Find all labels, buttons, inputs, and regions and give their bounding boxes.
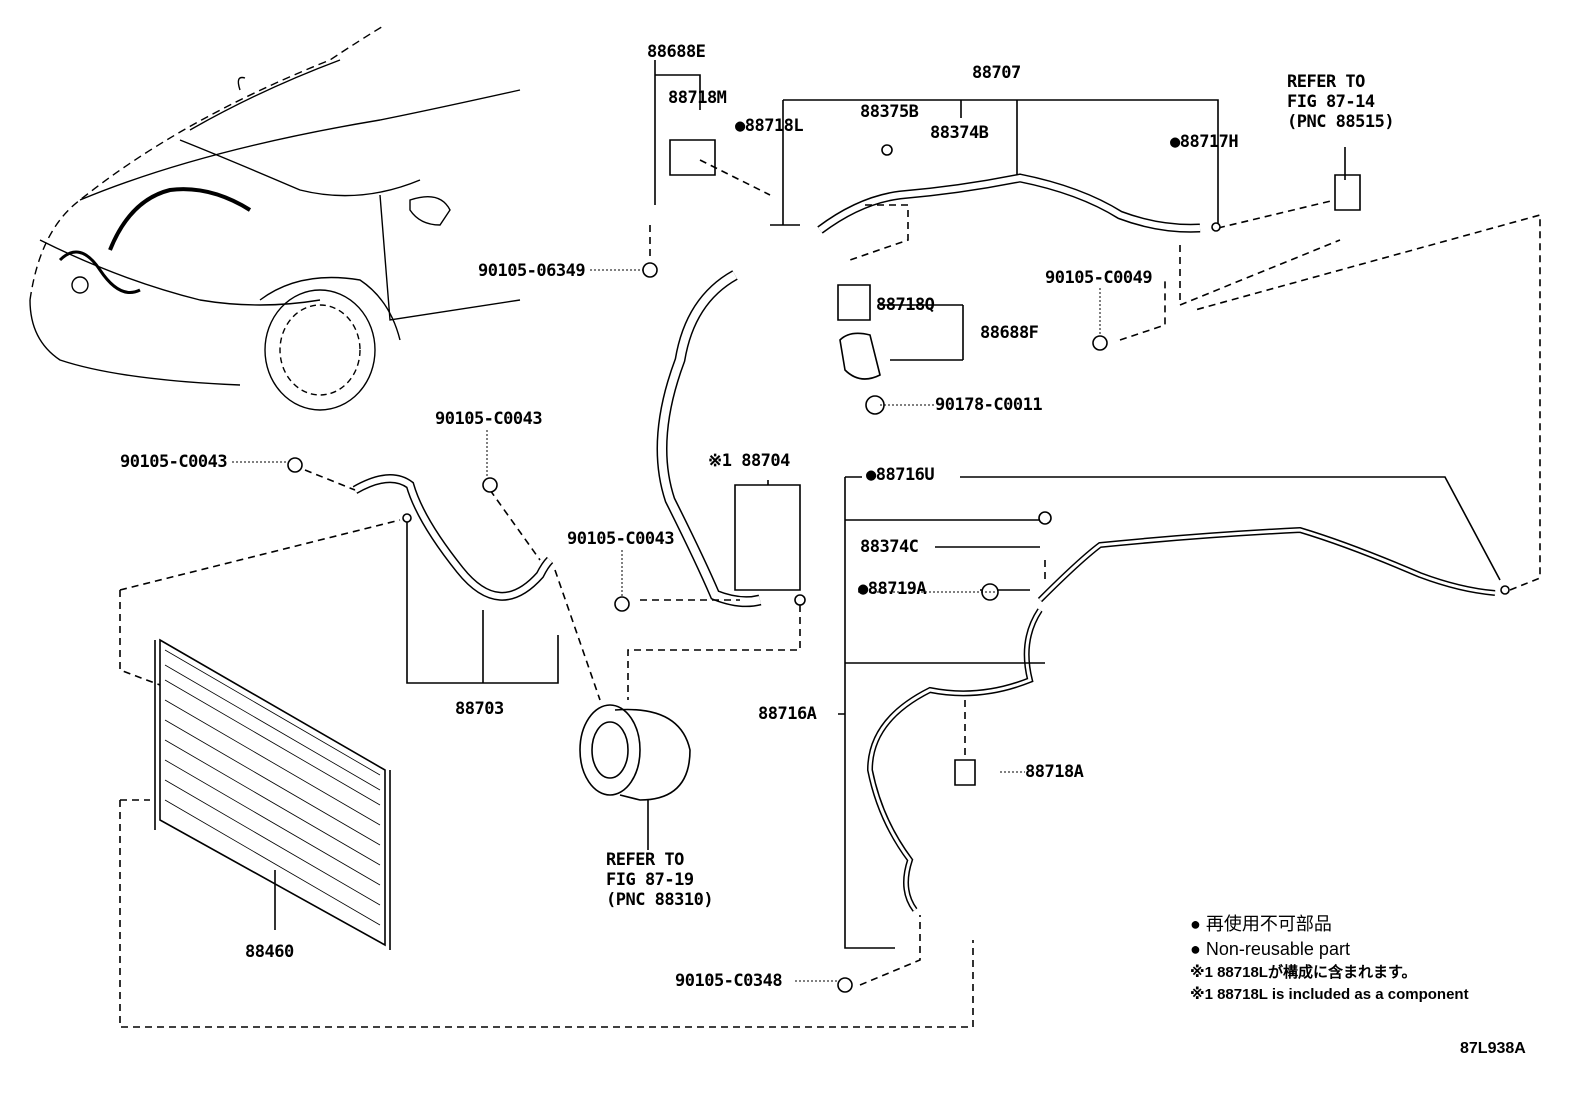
part-label-88717H: ●88717H xyxy=(1170,132,1239,152)
legend-nonreusable-jp: ● 再使用不可部品 xyxy=(1190,914,1332,934)
part-label-90105-C0043-mid: 90105-C0043 xyxy=(567,529,675,549)
part-label-88704: ※1 88704 xyxy=(708,451,790,471)
legend-note-jp: ※1 88718Lが構成に含まれます。 xyxy=(1190,964,1417,981)
figure-code: 87L938A xyxy=(1460,1040,1526,1057)
part-label-88716U: ●88716U xyxy=(866,465,935,485)
part-label-90105-C0043-left: 90105-C0043 xyxy=(120,452,228,472)
part-label-88718A: 88718A xyxy=(1025,762,1084,782)
part-label-90105-C0049: 90105-C0049 xyxy=(1045,268,1153,288)
condenser-illustration xyxy=(154,638,391,950)
part-label-88375B: 88375B xyxy=(860,102,919,122)
part-label-90105-C0043-top: 90105-C0043 xyxy=(435,409,543,429)
part-label-88719A: ●88719A xyxy=(858,579,927,599)
refer-note-fig-87-14: REFER TO FIG 87-14 (PNC 88515) xyxy=(1287,72,1395,132)
part-label-90178-C0011: 90178-C0011 xyxy=(935,395,1043,415)
part-label-88718Q: 88718Q xyxy=(876,295,935,315)
part-label-90105-06349: 90105-06349 xyxy=(478,261,586,281)
refer-note-fig-87-19: REFER TO FIG 87-19 (PNC 88310) xyxy=(606,850,714,910)
part-label-88703: 88703 xyxy=(455,699,504,719)
part-label-88716A: 88716A xyxy=(758,704,817,724)
part-label-88374B: 88374B xyxy=(930,123,989,143)
part-label-88460: 88460 xyxy=(245,942,294,962)
part-label-90105-C0348: 90105-C0348 xyxy=(675,971,783,991)
part-label-88718M: 88718M xyxy=(668,88,727,108)
part-label-88707: 88707 xyxy=(972,63,1021,83)
legend-note-en: ※1 88718L is included as a component xyxy=(1190,986,1469,1003)
part-label-88718L: ●88718L xyxy=(735,116,804,136)
compressor-illustration xyxy=(579,704,691,801)
part-label-88688E: 88688E xyxy=(647,42,706,62)
part-label-88374C: 88374C xyxy=(860,537,919,557)
vehicle-illustration xyxy=(29,24,521,411)
part-label-88688F: 88688F xyxy=(980,323,1039,343)
legend: ● 再使用不可部品 ● Non-reusable part ※1 88718Lが… xyxy=(1190,912,1469,1006)
legend-nonreusable-en: ● Non-reusable part xyxy=(1190,939,1350,959)
